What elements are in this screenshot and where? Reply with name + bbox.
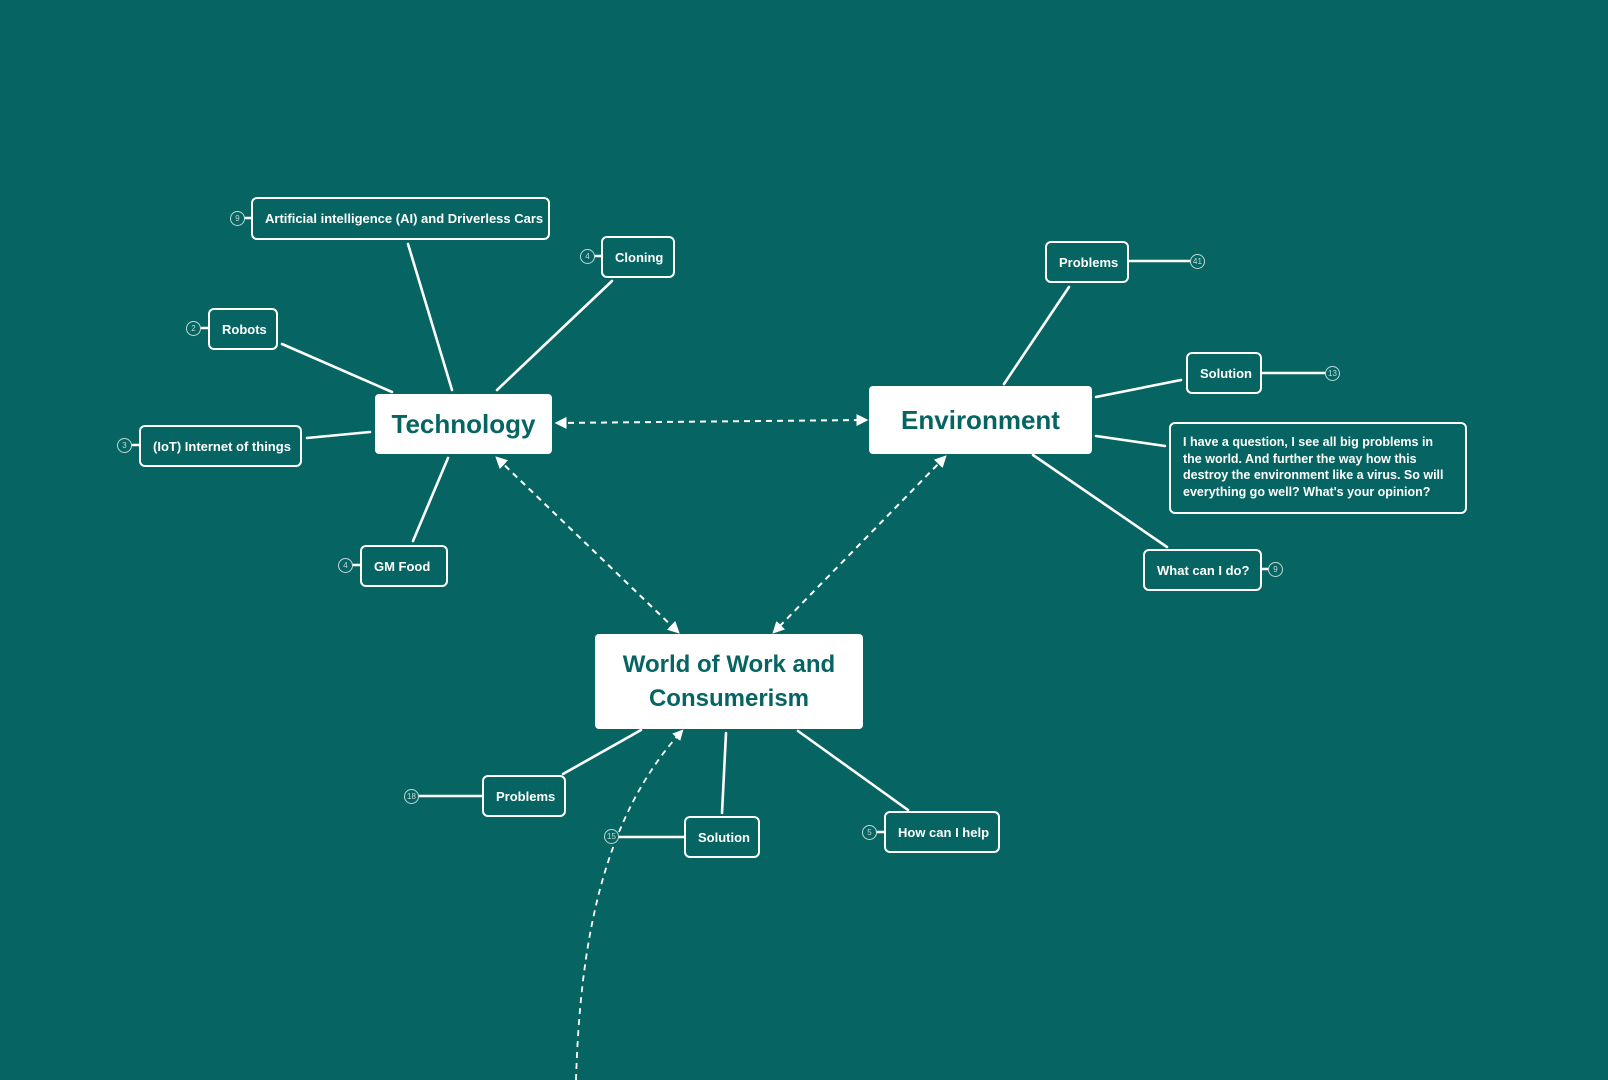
line-work-problems xyxy=(561,728,643,776)
node-cloning[interactable]: Cloning xyxy=(601,236,675,278)
node-environment[interactable]: Environment xyxy=(869,386,1092,454)
node-env-question[interactable]: I have a question, I see all big problem… xyxy=(1169,422,1467,514)
node-env-solution-label: Solution xyxy=(1200,365,1252,381)
node-gm-food[interactable]: GM Food xyxy=(360,545,448,587)
node-what-can-i-do[interactable]: What can I do? xyxy=(1143,549,1262,591)
line-tech-iot xyxy=(305,430,372,440)
node-env-question-text: I have a question, I see all big problem… xyxy=(1183,435,1444,499)
count-badge-how-can-i-help-value: 5 xyxy=(867,828,872,837)
line-tech-robots xyxy=(280,342,394,394)
count-badge-work-problems-value: 18 xyxy=(407,792,416,801)
count-badge-robots-value: 2 xyxy=(191,324,196,333)
node-technology-label: Technology xyxy=(391,408,536,439)
node-work-problems-label: Problems xyxy=(496,788,556,804)
count-badge-env-solution-value: 13 xyxy=(1328,369,1337,378)
count-badge-env-problems[interactable]: 41 xyxy=(1190,254,1205,269)
count-badge-how-can-i-help[interactable]: 5 xyxy=(862,825,877,840)
count-badge-gm-food-value: 4 xyxy=(343,561,348,570)
count-badge-work-solution-value: 15 xyxy=(607,832,616,841)
node-how-can-i-help[interactable]: How can I help xyxy=(884,811,1000,853)
node-work-solution-label: Solution xyxy=(698,829,750,845)
node-what-can-i-do-label: What can I do? xyxy=(1157,562,1250,578)
dashed-tech-env xyxy=(554,414,869,429)
line-tech-ai xyxy=(406,242,454,392)
line-env-solution xyxy=(1094,378,1183,399)
node-ai-label: Artificial intelligence (AI) and Driverl… xyxy=(265,211,544,226)
node-robots-label: Robots xyxy=(222,321,267,337)
count-badge-iot-value: 3 xyxy=(122,441,127,450)
node-cloning-label: Cloning xyxy=(615,249,664,265)
node-work-solution[interactable]: Solution xyxy=(684,816,760,858)
count-badge-what-can-i-do[interactable]: 9 xyxy=(1268,562,1283,577)
node-gm-food-label: GM Food xyxy=(374,558,431,574)
node-technology[interactable]: Technology xyxy=(375,394,552,454)
line-work-solution xyxy=(720,731,728,815)
node-env-problems[interactable]: Problems xyxy=(1045,241,1129,283)
node-how-can-i-help-label: How can I help xyxy=(898,824,990,840)
node-robots[interactable]: Robots xyxy=(208,308,278,350)
node-iot[interactable]: (IoT) Internet of things xyxy=(139,425,302,467)
node-world-of-work-label-line2: Consumerism xyxy=(648,684,810,712)
count-badge-gm-food[interactable]: 4 xyxy=(338,558,353,573)
node-env-solution[interactable]: Solution xyxy=(1186,352,1262,394)
count-badge-ai[interactable]: 9 xyxy=(230,211,245,226)
line-env-whatcanido xyxy=(1031,453,1169,549)
node-environment-label: Environment xyxy=(901,404,1060,435)
node-ai-driverless-cars[interactable]: Artificial intelligence (AI) and Driverl… xyxy=(251,197,550,240)
count-badge-work-solution[interactable]: 15 xyxy=(604,829,619,844)
count-badge-iot[interactable]: 3 xyxy=(117,438,132,453)
node-work-problems[interactable]: Problems xyxy=(482,775,566,817)
count-badge-cloning-value: 4 xyxy=(585,252,590,261)
dashed-tech-work xyxy=(495,456,680,634)
line-env-question xyxy=(1094,434,1167,448)
dashed-work-curve xyxy=(575,729,684,1080)
count-badge-cloning[interactable]: 4 xyxy=(580,249,595,264)
count-badge-env-solution[interactable]: 13 xyxy=(1325,366,1340,381)
line-tech-gm xyxy=(411,456,450,543)
node-world-of-work-label-line1: World of Work and xyxy=(622,650,836,678)
count-badge-ai-value: 9 xyxy=(235,214,240,223)
line-tech-cloning xyxy=(495,279,614,392)
node-world-of-work[interactable]: World of Work and Consumerism xyxy=(595,634,863,729)
dashed-env-work xyxy=(772,455,947,634)
count-badge-env-problems-value: 41 xyxy=(1193,257,1202,266)
node-iot-label: (IoT) Internet of things xyxy=(153,438,291,454)
node-env-problems-label: Problems xyxy=(1059,254,1119,270)
count-badge-work-problems[interactable]: 18 xyxy=(404,789,419,804)
count-badge-what-can-i-do-value: 9 xyxy=(1273,565,1278,574)
line-env-problems xyxy=(1002,285,1071,386)
count-badge-robots[interactable]: 2 xyxy=(186,321,201,336)
line-work-help xyxy=(796,729,910,812)
